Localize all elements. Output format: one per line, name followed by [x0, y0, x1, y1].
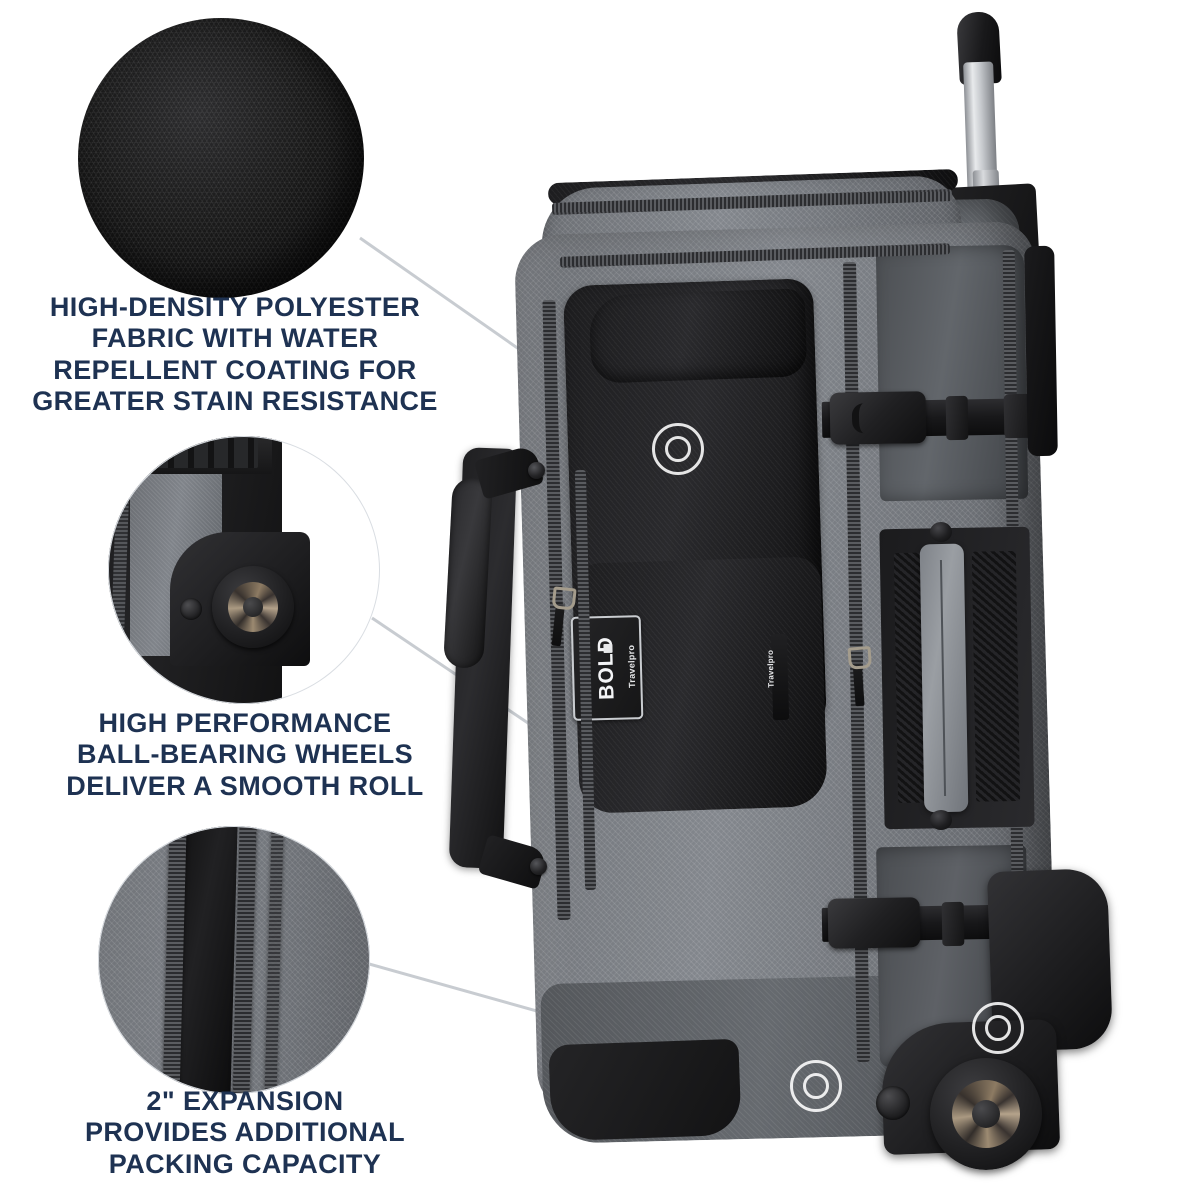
callout-caption-fabric: HIGH-DENSITY POLYESTER FABRIC WITH WATER…	[32, 292, 438, 416]
side-handle-rivet-top	[930, 522, 952, 542]
wheel-detail-bearing-hub	[228, 582, 278, 632]
bag-top-front-pocket	[588, 288, 808, 384]
callout-caption-wheels: HIGH PERFORMANCE BALL-BEARING WHEELS DEL…	[66, 708, 424, 801]
strap-rivet-top	[528, 462, 545, 479]
callout-marker-expansion	[790, 1060, 842, 1112]
side-grab-handle-pad	[919, 543, 969, 813]
strap-keeper-1	[945, 395, 969, 441]
wheel-detail-tire	[212, 566, 294, 648]
bag-wheel-axle-cap	[876, 1086, 910, 1120]
strap-rivet-bottom	[530, 858, 547, 875]
detail-bubble-fabric-swatch	[78, 18, 364, 298]
wheel-detail-axle-cap	[180, 598, 202, 620]
logo-brand-text: Travelpro	[626, 644, 638, 689]
wheel-detail-strap-set	[142, 436, 272, 474]
callout-caption-expansion: 2" EXPANSION PROVIDES ADDITIONAL PACKING…	[84, 1086, 406, 1179]
callout-marker-wheels	[972, 1002, 1024, 1054]
zipper-pull-rear	[852, 659, 865, 707]
product-photo-rolling-duffel: BOLD Travelpro Travelpro	[430, 0, 1130, 1200]
bottom-corner-guard	[548, 1038, 742, 1142]
strap-keeper-3	[941, 901, 965, 947]
callout-marker-fabric	[652, 423, 704, 475]
travelpro-brand-mark-icon	[603, 643, 613, 654]
zipper-tag-text: Travelpro	[765, 649, 776, 688]
side-release-buckle-lower	[827, 897, 921, 949]
side-release-buckle-upper	[829, 391, 927, 445]
detail-bubble-ball-bearing-wheel	[108, 436, 380, 704]
detail-bubble-expansion-zipper	[98, 826, 370, 1094]
side-handle-rivet-bottom	[930, 810, 952, 830]
expansion-detail-zipper-3	[263, 826, 285, 1094]
bag-wheel-bearing-hub	[952, 1080, 1020, 1148]
travelpro-zipper-tag: Travelpro	[766, 633, 790, 721]
rear-edge-guard	[1024, 245, 1058, 457]
bag-wheel-tire	[930, 1058, 1042, 1170]
